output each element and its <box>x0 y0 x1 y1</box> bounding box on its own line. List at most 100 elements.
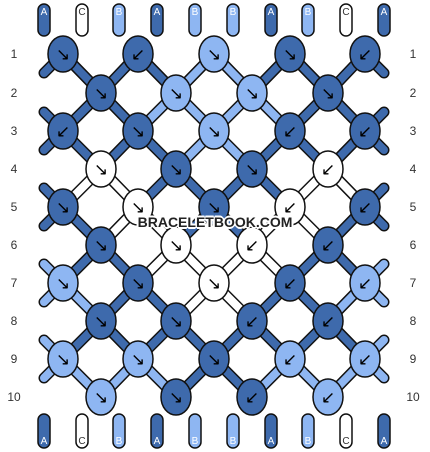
bottom-thread <box>377 413 391 449</box>
row-label-left: 7 <box>11 276 18 290</box>
bottom-thread-label: A <box>381 436 388 447</box>
knot-arrow-icon: ↘ <box>207 122 221 142</box>
bottom-thread <box>188 413 202 449</box>
top-thread <box>339 3 353 37</box>
knot-shape <box>47 264 79 302</box>
knot-shape <box>122 188 154 226</box>
row-label-right: 9 <box>410 352 417 366</box>
knot-shape <box>274 35 306 73</box>
knot-shape <box>85 302 117 340</box>
knot-shape <box>312 378 344 416</box>
row-label-left: 8 <box>11 314 18 328</box>
knot-arrow-icon: ↘ <box>207 45 221 65</box>
top-thread-label: B <box>230 7 237 18</box>
bottom-thread-label: B <box>230 436 237 447</box>
row-label-right: 1 <box>410 47 417 61</box>
knot-arrow-icon: ↘ <box>245 84 259 104</box>
knot-shape <box>312 302 344 340</box>
knot: ↙ <box>349 188 381 226</box>
knot-shape <box>47 188 79 226</box>
row-label-right: 4 <box>410 162 417 176</box>
knot-arrow-icon: ↘ <box>94 312 108 332</box>
knot-shape <box>198 340 230 378</box>
knot-arrow-icon: ↘ <box>56 274 70 294</box>
knot-arrow-icon: ↘ <box>245 160 259 180</box>
bottom-thread <box>301 413 315 449</box>
knot-arrow-icon: ↙ <box>321 236 335 256</box>
knot-arrow-icon: ↙ <box>245 236 259 256</box>
row-label-left: 9 <box>11 352 18 366</box>
knot: ↘ <box>85 150 117 188</box>
row-label-right: 7 <box>410 276 417 290</box>
row-label-left: 1 <box>11 47 18 61</box>
knot: ↘ <box>236 150 268 188</box>
knot: ↙ <box>312 226 344 264</box>
bottom-thread <box>75 413 89 449</box>
row-label-left: 10 <box>7 390 21 404</box>
knot-arrow-icon: ↘ <box>131 274 145 294</box>
knot-arrow-icon: ↘ <box>94 160 108 180</box>
knot-arrow-icon: ↘ <box>56 198 70 218</box>
knot: ↙ <box>312 302 344 340</box>
knot: ↙ <box>349 340 381 378</box>
knot-shape <box>85 150 117 188</box>
knot-shape <box>236 302 268 340</box>
row-label-right: 2 <box>410 86 417 100</box>
knot: ↘ <box>122 112 154 150</box>
top-thread-label: A <box>154 7 161 18</box>
knot-arrow-icon: ↘ <box>169 236 183 256</box>
knot: ↘ <box>47 264 79 302</box>
knot-arrow-icon: ↙ <box>358 274 372 294</box>
knot-shape <box>85 74 117 112</box>
knot-arrow-icon: ↘ <box>131 122 145 142</box>
knot: ↘ <box>160 302 192 340</box>
top-thread <box>377 3 391 37</box>
knot-shape <box>349 188 381 226</box>
knot: ↙ <box>274 264 306 302</box>
row-label-right: 8 <box>410 314 417 328</box>
knot: ↙ <box>274 112 306 150</box>
knot-arrow-icon: ↘ <box>94 236 108 256</box>
bottom-thread <box>37 413 51 449</box>
knot-shape <box>274 112 306 150</box>
knot-shape <box>236 378 268 416</box>
knot-arrow-icon: ↙ <box>245 312 259 332</box>
knot-arrow-icon: ↙ <box>321 160 335 180</box>
knot: ↙ <box>349 264 381 302</box>
knot-shape <box>47 112 79 150</box>
knot-arrow-icon: ↙ <box>358 350 372 370</box>
top-thread <box>301 3 315 37</box>
knot: ↘ <box>198 340 230 378</box>
knot-arrow-icon: ↙ <box>56 122 70 142</box>
bottom-thread <box>339 413 353 449</box>
knot-arrow-icon: ↙ <box>283 122 297 142</box>
knot: ↙ <box>236 226 268 264</box>
knot-arrow-icon: ↘ <box>321 84 335 104</box>
bottom-thread-label: A <box>41 436 48 447</box>
knot-shape <box>236 226 268 264</box>
knot-shape <box>274 340 306 378</box>
row-label-left: 6 <box>11 238 18 252</box>
top-thread-label: C <box>342 7 349 18</box>
knot: ↘ <box>85 74 117 112</box>
knot: ↘ <box>198 264 230 302</box>
knot: ↘ <box>85 378 117 416</box>
knot-arrow-icon: ↘ <box>94 388 108 408</box>
bottom-thread-label: B <box>192 436 199 447</box>
bottom-thread-label: B <box>305 436 312 447</box>
row-label-right: 5 <box>410 200 417 214</box>
top-thread-label: B <box>192 7 199 18</box>
top-thread <box>37 3 51 37</box>
knot-shape <box>47 340 79 378</box>
bottom-thread <box>264 413 278 449</box>
bottom-thread-label: C <box>78 436 85 447</box>
knot: ↙ <box>236 378 268 416</box>
knot: ↘ <box>198 112 230 150</box>
knot: ↘ <box>122 340 154 378</box>
knot-arrow-icon: ↙ <box>358 198 372 218</box>
knot-shape <box>122 264 154 302</box>
knot-arrow-icon: ↙ <box>358 45 372 65</box>
knot: ↙ <box>312 378 344 416</box>
knot-shape <box>312 74 344 112</box>
